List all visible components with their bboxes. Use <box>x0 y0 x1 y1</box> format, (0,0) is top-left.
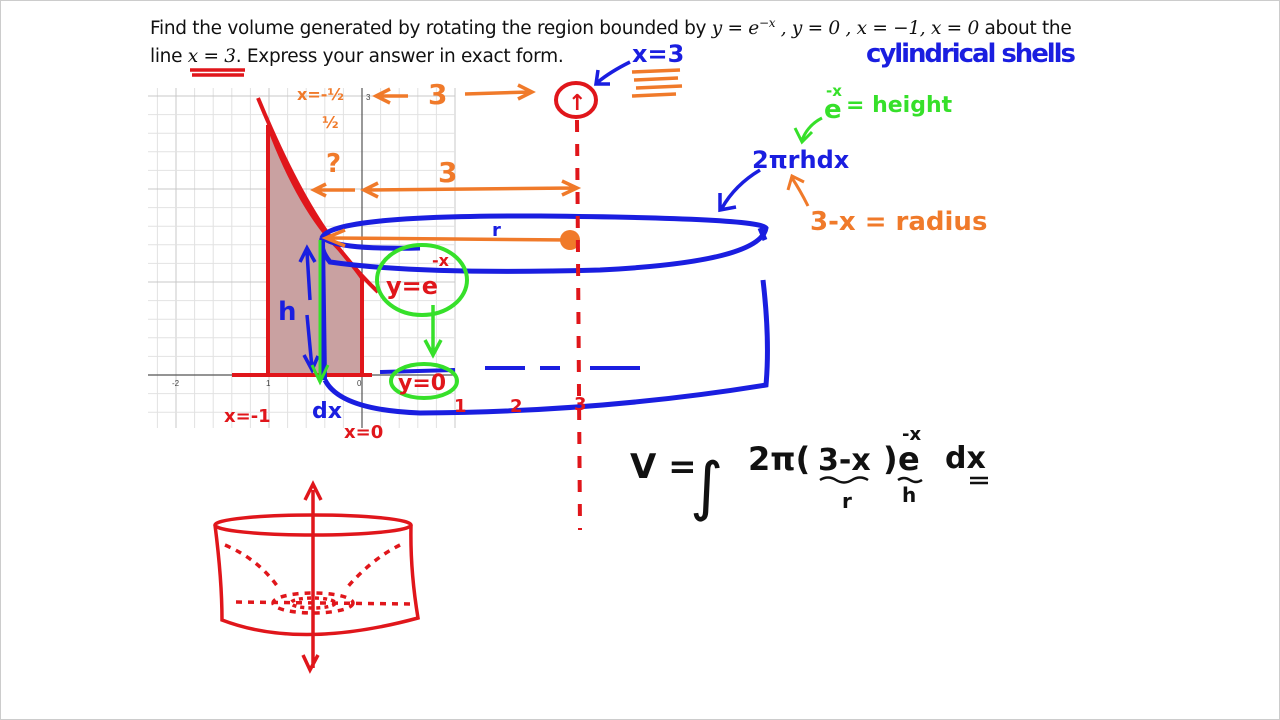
h-label: h <box>278 297 297 327</box>
arrow-icon <box>423 305 443 359</box>
curve-label: y=e <box>386 272 438 300</box>
height-note: = height <box>846 93 953 118</box>
curve-e-neg-x <box>256 97 380 294</box>
question-mark: ? <box>326 149 341 179</box>
equation-curve: y = e−x <box>711 16 776 40</box>
floor-label-circle <box>389 362 459 400</box>
half-label: ½ <box>322 113 339 132</box>
integral-radius: 3-x <box>818 443 871 478</box>
tick-label: 1 <box>454 396 467 417</box>
r-label: r <box>492 220 501 241</box>
integral-dx: dx <box>945 441 986 476</box>
integral-coefficient: 2π( <box>748 440 810 478</box>
arrow-icon <box>793 116 823 145</box>
x-half-label: x=-½ <box>297 85 344 104</box>
axis-of-rotation <box>575 119 582 531</box>
method-label: cylindrical shells <box>866 39 1076 69</box>
volume-integral: V = ∫ 2π( 3-x ) e -x dx r h <box>630 424 988 524</box>
dx-label: dx <box>312 399 342 424</box>
h-underbrace-label: h <box>902 483 916 507</box>
cylinder-sketch <box>213 480 420 674</box>
radius-end-dot <box>560 230 580 250</box>
radius-note: 3-x = radius <box>810 207 987 237</box>
integral-height: e <box>898 440 920 478</box>
underline-scribble <box>190 68 245 77</box>
distance-arrow <box>310 179 582 199</box>
problem-text: about the <box>984 18 1072 40</box>
integral-sign: ∫ <box>690 450 723 524</box>
problem-statement: Find the volume generated by rotating th… <box>150 9 1140 71</box>
height-note: e <box>824 95 842 125</box>
equation-axis: x = 3 <box>187 46 236 68</box>
cylindrical-shell <box>319 213 770 416</box>
x-left-label: x=-1 <box>224 406 271 427</box>
problem-text: . Express your answer in exact form. <box>235 46 564 68</box>
tick-label: 2 <box>510 396 523 417</box>
floor-label: y=0 <box>398 371 446 396</box>
arrow-icon <box>786 173 810 207</box>
tick-label: 3 <box>574 394 587 415</box>
curve-label-circle <box>375 243 469 317</box>
problem-text: line <box>150 46 188 68</box>
axis-label: x=3 <box>632 40 684 68</box>
height-arrow <box>298 244 320 375</box>
shell-formula: 2πrhdx <box>752 146 850 174</box>
integral-paren: ) <box>883 440 898 478</box>
integral-exponent: -x <box>902 424 921 445</box>
integral-lhs: V = <box>630 447 697 487</box>
circled-marker <box>554 81 598 119</box>
x-right-label: x=0 <box>344 422 383 443</box>
r-underbrace-label: r <box>842 489 852 513</box>
radius-arrow <box>329 236 571 242</box>
arrow-icon <box>321 228 346 248</box>
arrow-icon <box>310 364 330 386</box>
underline-scribble <box>631 68 683 98</box>
distance-label: 3 <box>428 78 447 111</box>
problem-text: Find the volume generated by rotating th… <box>150 18 712 40</box>
tick-label: 1 <box>266 379 271 388</box>
arrow-icon <box>593 60 631 86</box>
height-note-exponent: -x <box>826 82 842 100</box>
shaded-region <box>266 124 364 377</box>
distance-label: 3 <box>438 156 457 189</box>
distance-arrow <box>372 83 536 105</box>
tick-label: -2 <box>172 379 180 388</box>
equation-bounds: , y = 0 , x = −1, x = 0 <box>775 18 985 40</box>
up-arrow-icon: ↑ <box>568 91 586 116</box>
tick-label: 0 <box>357 379 362 388</box>
tick-label: 3 <box>366 93 371 102</box>
arrow-icon <box>718 168 761 213</box>
curve-label-exponent: -x <box>432 251 450 270</box>
